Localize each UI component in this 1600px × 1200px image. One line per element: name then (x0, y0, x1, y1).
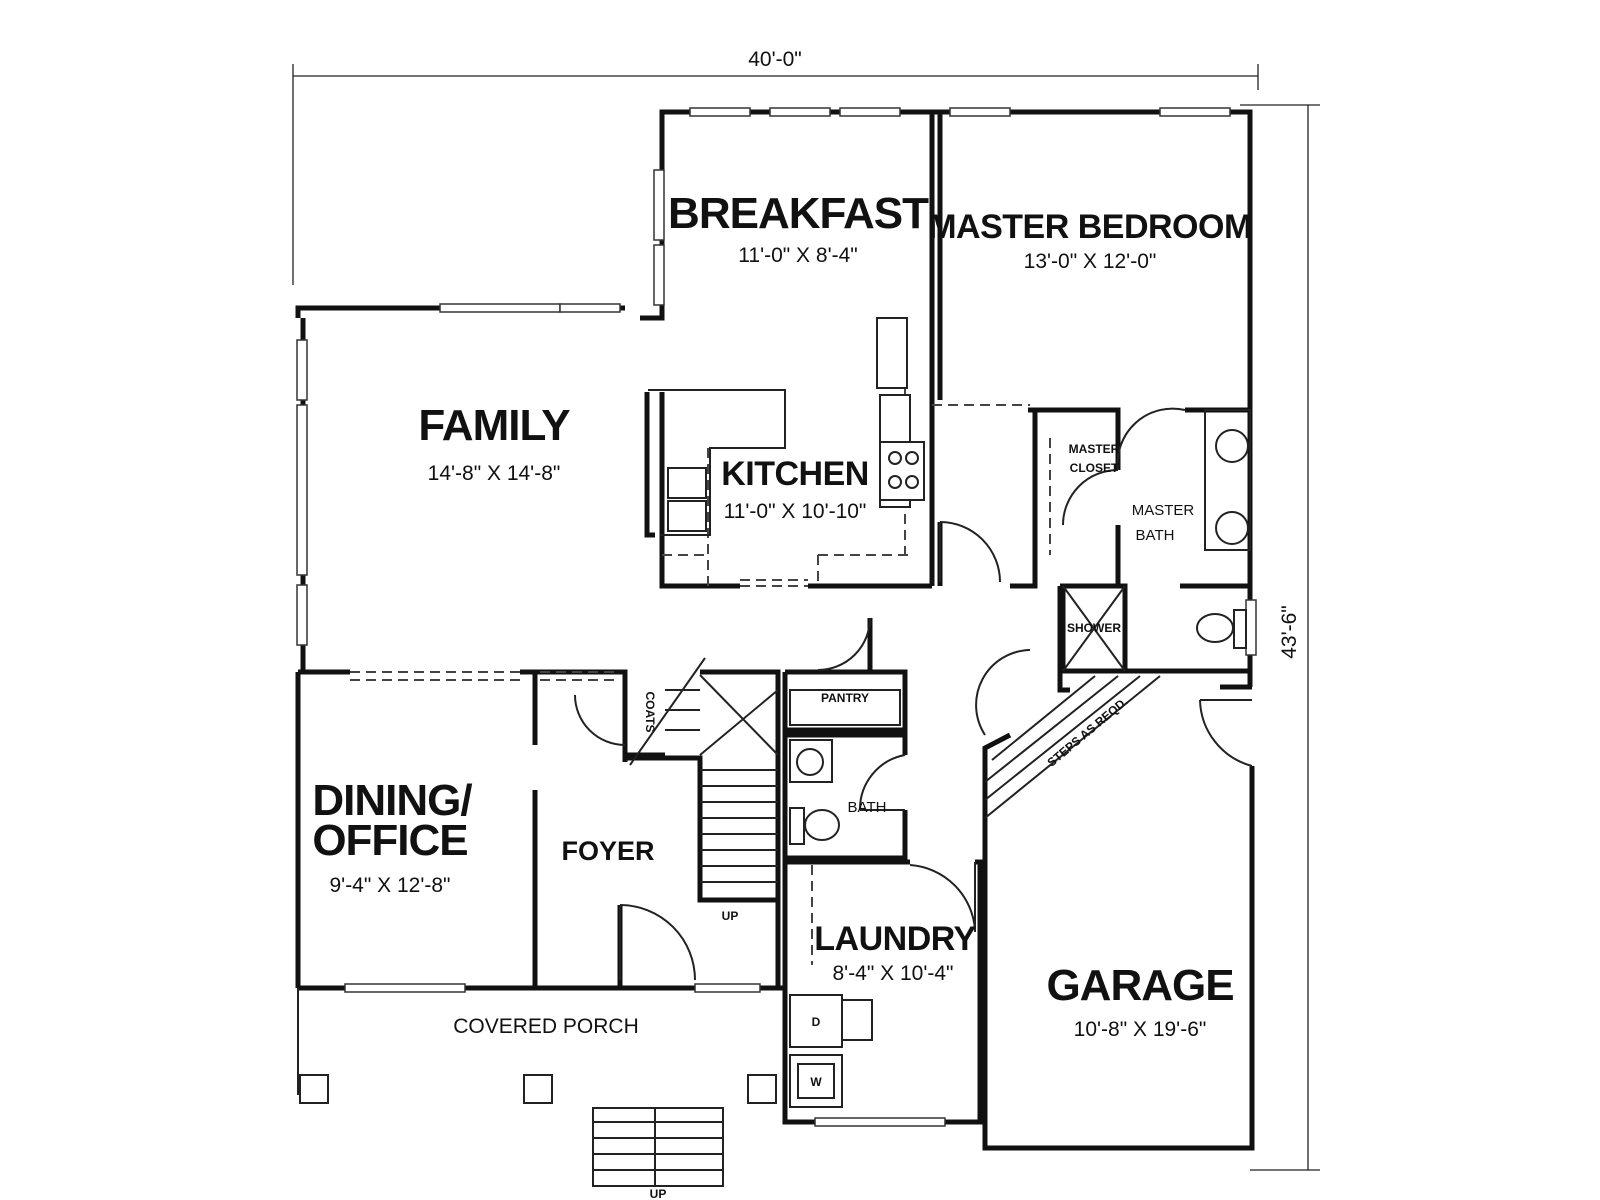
windows (296, 107, 1257, 1127)
dining-office-size: 9'-4" X 12'-8" (330, 874, 451, 897)
kitchen-fixtures (648, 317, 925, 536)
master-closet-label-2: CLOSET (1070, 461, 1119, 475)
bath-fixtures (789, 409, 1251, 845)
coats-label: COATS (643, 691, 657, 732)
kitchen-size: 11'-0" X 10'-10" (724, 500, 867, 523)
doors (574, 407, 1253, 981)
dining-office-label-1: DINING/ (312, 776, 472, 825)
washer-label: W (810, 1075, 822, 1089)
covered-porch-label: COVERED PORCH (453, 1015, 639, 1038)
master-bedroom-size: 13'-0" X 12'-0" (1024, 250, 1157, 273)
dimension-lines (292, 64, 1320, 1171)
kitchen-label: KITCHEN (721, 455, 869, 493)
family-size: 14'-8" X 14'-8" (428, 462, 561, 485)
overall-depth-label: 43'-6" (1278, 605, 1301, 659)
foyer-label: FOYER (561, 836, 654, 866)
overall-width-label: 40'-0" (748, 48, 802, 71)
dryer-label: D (812, 1015, 821, 1029)
breakfast-size: 11'-0" X 8'-4" (738, 244, 857, 267)
master-bedroom-label: MASTER BEDROOM (928, 208, 1252, 246)
laundry-size: 8'-4" X 10'-4" (833, 962, 954, 985)
stair-up-label: UP (722, 909, 739, 923)
dining-office-label-2: OFFICE (312, 816, 467, 865)
garage-size: 10'-8" X 19'-6" (1074, 1018, 1207, 1041)
master-bath-label-2: BATH (1136, 527, 1175, 544)
laundry-label: LAUNDRY (814, 920, 976, 958)
shower-label: SHOWER (1067, 621, 1121, 635)
garage-label: GARAGE (1046, 961, 1233, 1010)
master-bath-label-1: MASTER (1132, 502, 1195, 519)
porch (297, 988, 777, 1187)
stair (629, 657, 779, 883)
pantry-label: PANTRY (821, 691, 869, 705)
laundry-appliances (789, 994, 873, 1108)
bath-label: BATH (848, 799, 887, 816)
garage-steps (984, 675, 1161, 819)
master-closet-label-1: MASTER (1069, 442, 1120, 456)
family-label: FAMILY (418, 401, 570, 450)
porch-steps-up-label: UP (650, 1187, 667, 1200)
breakfast-label: BREAKFAST (668, 189, 929, 238)
